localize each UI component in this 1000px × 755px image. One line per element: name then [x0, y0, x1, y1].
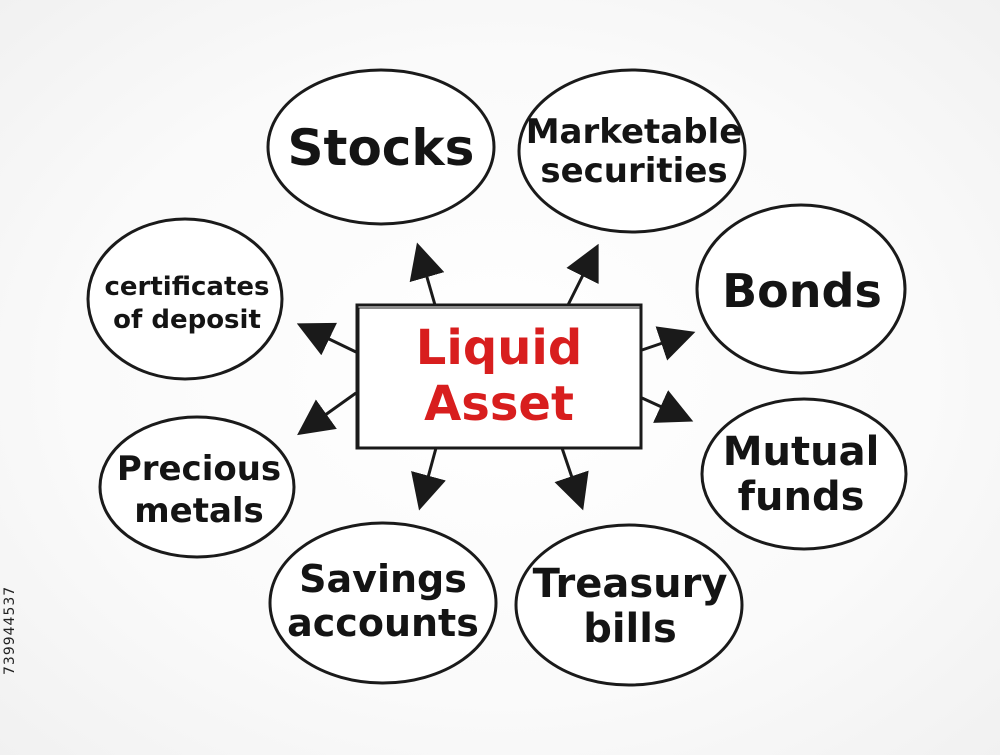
node-label: bills: [583, 606, 677, 652]
node-ellipse: [695, 203, 907, 375]
center-label-line-2: Asset: [424, 376, 574, 432]
arrow-to-treasury-bills: [554, 447, 589, 511]
node-mutual-funds: Mutual funds: [700, 397, 908, 551]
node-label: funds: [738, 474, 865, 520]
arrow-to-bonds: [641, 326, 696, 361]
center-label-line-1: Liquid: [416, 320, 582, 376]
node-stocks: Stocks: [266, 68, 496, 226]
node-label: metals: [134, 491, 264, 531]
arrow-to-marketable-securities: [566, 243, 599, 306]
arrow-to-precious-metals: [297, 391, 357, 436]
node-savings-accounts: Savings accounts: [268, 521, 498, 685]
node-ellipse: [517, 68, 747, 234]
node-ellipse: [700, 397, 908, 551]
arrow-to-savings-accounts: [411, 447, 446, 511]
node-label: certificates: [105, 272, 270, 302]
node-label: of deposit: [113, 305, 261, 335]
node-ellipse: [98, 415, 296, 559]
node-bonds: Bonds: [695, 203, 907, 375]
node-label: Bonds: [722, 264, 882, 318]
node-ellipse: [514, 523, 744, 687]
stock-image-id: 739944537: [2, 585, 18, 675]
center-node: Liquid Asset: [355, 303, 643, 450]
node-certificates-of-deposit: certificates of deposit: [86, 217, 284, 381]
center-box: [355, 303, 643, 450]
arrow-to-mutual-funds: [641, 390, 694, 423]
node-label: Precious: [117, 449, 281, 489]
node-label: Marketable: [526, 112, 743, 152]
arrow-to-certificates-of-deposit: [296, 322, 357, 356]
node-ellipse: [268, 521, 498, 685]
node-ellipse: [86, 217, 284, 381]
node-label: Savings: [299, 557, 467, 601]
node-precious-metals: Precious metals: [98, 415, 296, 559]
node-marketable-securities: Marketable securities: [517, 68, 747, 234]
node-label: Stocks: [288, 119, 475, 177]
node-label: Treasury: [533, 561, 728, 607]
node-treasury-bills: Treasury bills: [514, 523, 744, 687]
node-label: accounts: [287, 601, 479, 645]
node-ellipse: [266, 68, 496, 226]
connector-arrows: [296, 242, 696, 511]
node-label: Mutual: [723, 429, 880, 475]
node-label: securities: [540, 151, 727, 191]
arrow-to-stocks: [409, 242, 445, 306]
